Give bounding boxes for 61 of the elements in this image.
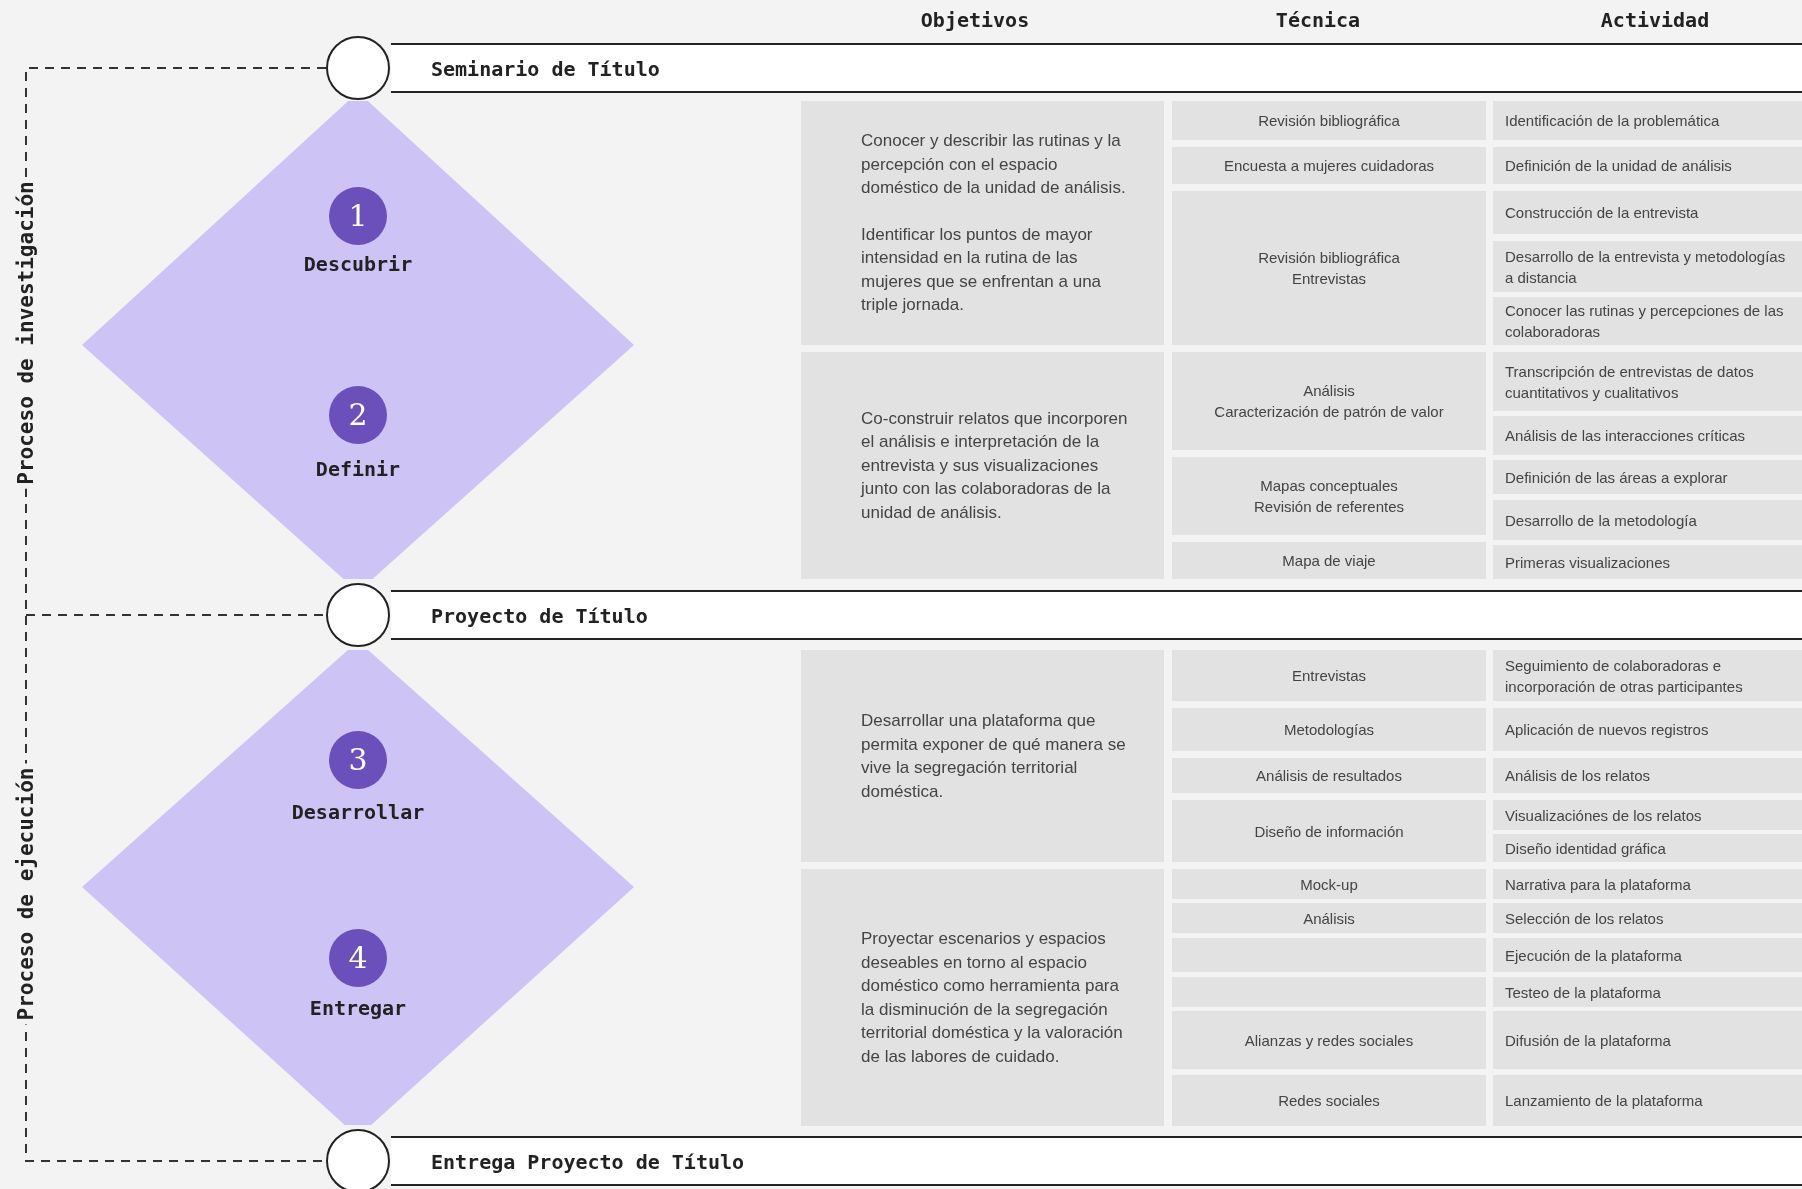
cell-text: Identificar los puntos de mayor intensidad en la rutina de las mujeres que se enfrentan a una triple jornada.	[861, 223, 1103, 317]
cell-text: Análisis de las interacciones críticas	[1505, 426, 1746, 446]
cell-text: Mock-up	[1300, 874, 1358, 895]
cell-text: Visualizaciónes de los relatos	[1505, 805, 1702, 826]
cell-text: Definición de la unidad de análisis	[1505, 156, 1732, 176]
section-label: Proceso de ejecución	[14, 763, 38, 1025]
cell-text: Proyectar escenarios y espacios deseables en torno al espacio doméstico como herramienta para la disminución de la segregación territorial doméstica y la valoración de las labores de cuidado.	[861, 928, 1124, 1068]
column-header: Objetivos	[920, 8, 1030, 32]
cell-text: Transcripción de entrevistas de datos cuantitativos y cualitativos	[1505, 361, 1755, 403]
cell-text: Análisis	[1303, 381, 1355, 401]
cell-text: Revisión bibliográfica	[1258, 111, 1400, 131]
cell-text: Desarrollar una plataforma que permita exponer de qué manera se vive la segregación territorial doméstica.	[861, 710, 1127, 803]
cell-text: Revisión de referentes	[1253, 497, 1405, 517]
cell-text: Ejecución de la plataforma	[1505, 945, 1682, 966]
cell-text: Revisión bibliográfica	[1258, 248, 1400, 268]
cell-text: Selección de los relatos	[1505, 908, 1664, 929]
cell-text: Diseño identidad gráfica	[1505, 838, 1666, 859]
cell-text: Difusión de la plataforma	[1505, 1030, 1671, 1051]
cell-text: Definición de las áreas a explorar	[1505, 467, 1728, 488]
triangle	[82, 887, 634, 1125]
cell-text: Mapas conceptuales	[1260, 476, 1398, 496]
step-label: Entregar	[309, 996, 407, 1020]
milestone-bar	[391, 590, 1802, 640]
cell-text: Mapa de viaje	[1282, 551, 1376, 571]
milestone-label: Entrega Proyecto de Título	[431, 1150, 745, 1174]
milestone-bar	[391, 1136, 1802, 1186]
cell-text: Desarrollo de la entrevista y metodologías a distancia	[1505, 246, 1787, 288]
cell-text: Diseño de información	[1254, 821, 1404, 842]
cell-text: Testeo de la plataforma	[1505, 982, 1661, 1003]
cell-text: Redes sociales	[1278, 1091, 1380, 1111]
step-label: Desarrollar	[291, 800, 425, 824]
step-label: Descubrir	[303, 252, 413, 276]
cell-text: Desarrollo de la metodología	[1505, 510, 1697, 531]
triangle	[82, 345, 634, 579]
cell-text: Análisis	[1303, 908, 1355, 929]
cell-text: Metodologías	[1283, 720, 1375, 740]
cell-text: Co-construir relatos que incorporen el análisis e interpretación de la entrevista y sus visualizaciones junto con las colaboradoras de la unidad de análisis.	[861, 407, 1129, 524]
cell-text: Lanzamiento de la plataforma	[1505, 1091, 1703, 1111]
cell-text: Entrevistas	[1291, 666, 1367, 686]
milestone-label: Seminario de Título	[431, 57, 660, 81]
triangle	[82, 650, 634, 887]
milestone-label: Proyecto de Título	[431, 604, 648, 628]
cell-text: Análisis de resultados	[1256, 766, 1402, 786]
cell-text: Alianzas y redes sociales	[1244, 1030, 1414, 1051]
cell-text: Narrativa para la plataforma	[1505, 874, 1691, 895]
step-label: Definir	[315, 457, 401, 481]
cell-text: Primeras visualizaciones	[1505, 552, 1671, 573]
cell-text: Identificación de la problemática	[1505, 111, 1720, 131]
cell-text: Caracterización de patrón de valor	[1214, 402, 1444, 422]
cell-text: Conocer las rutinas y percepciones de las colaboradoras	[1505, 301, 1785, 342]
cell-text: Encuesta a mujeres cuidadoras	[1223, 156, 1435, 176]
column-header: Actividad	[1600, 8, 1710, 32]
cell-text: Aplicación de nuevos registros	[1505, 720, 1709, 740]
cell-text: Conocer y describir las rutinas y la percepción con el espacio doméstico de la unidad de análisis.	[861, 130, 1127, 200]
cell-text: Construcción de la entrevista	[1505, 203, 1699, 223]
cell-text: Análisis de los relatos	[1505, 766, 1651, 786]
milestone-bar	[391, 43, 1802, 93]
column-header: Técnica	[1275, 8, 1361, 32]
triangle	[82, 101, 634, 345]
cell-text: Entrevistas	[1291, 269, 1367, 289]
cell-text: Seguimiento de colaboradoras e incorporación de otras participantes	[1505, 655, 1744, 697]
